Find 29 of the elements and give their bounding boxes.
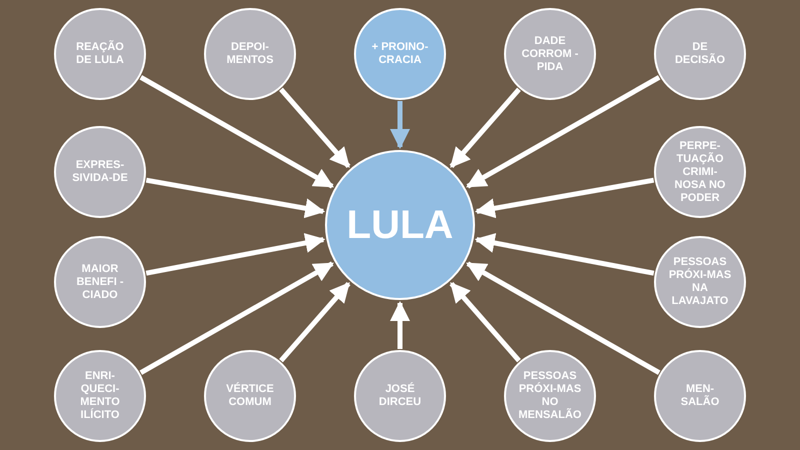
arrow xyxy=(450,88,521,168)
node-label: EXPRES-SIVIDA-DE xyxy=(71,159,129,185)
arrow xyxy=(474,233,654,276)
node-label: DE DECISÃO xyxy=(674,41,726,67)
arrow xyxy=(466,261,660,375)
node-label: REAÇÃO DE LULA xyxy=(75,41,125,67)
node-label: MAIOR BENEFI -CIADO xyxy=(75,262,125,302)
node-label: DADE CORROM -PIDA xyxy=(520,34,580,74)
arrow xyxy=(474,178,654,218)
arrow xyxy=(279,88,350,168)
node-label: + PROINO-CRACIA xyxy=(370,41,430,67)
node-label: PERPE-TUAÇÃO CRIMI-NOSA NO PODER xyxy=(674,140,726,204)
node-label: MEN-SALÃO xyxy=(680,383,720,409)
node-label: JOSÉ DIRCEU xyxy=(378,383,422,409)
node-label: PESSOAS PRÓXI-MAS NA LAVAJATO xyxy=(668,256,732,308)
node-label: LULA xyxy=(346,205,454,245)
arrow xyxy=(146,233,326,276)
arrow xyxy=(146,178,326,218)
arrow xyxy=(140,75,334,189)
node-label: PESSOAS PRÓXI-MAS NO MENSALÃO xyxy=(518,370,582,422)
node-label: ENRI-QUECI-MENTO ILÍCITO xyxy=(79,370,121,422)
arrow xyxy=(140,261,334,375)
arrow xyxy=(466,75,660,189)
node-label: DEPOI-MENTOS xyxy=(226,41,274,67)
arrow xyxy=(390,101,410,149)
arrow xyxy=(390,301,410,349)
arrow xyxy=(279,282,350,362)
arrow xyxy=(450,282,521,362)
node-label: VÉRTICE COMUM xyxy=(225,383,275,409)
